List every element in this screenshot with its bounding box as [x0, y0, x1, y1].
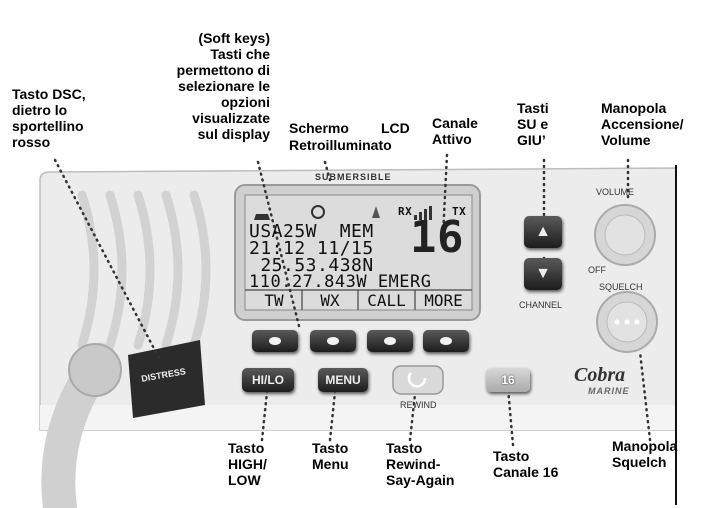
rewind-text: REWIND [400, 400, 437, 410]
lcd-row-3: 25.53.438N [249, 255, 374, 276]
hilo-button[interactable]: HI/LO [242, 368, 294, 392]
lcd-tx: TX [452, 205, 467, 218]
boat-icon [254, 214, 270, 220]
scan-icon [311, 205, 325, 219]
label-schermo: Schermo [289, 120, 349, 136]
label-lcd: LCD [381, 120, 410, 136]
channel-down-button[interactable]: ▼ [524, 258, 562, 290]
label-canale-attivo: Canale Attivo [432, 115, 478, 147]
softkey-label-call: CALL [367, 291, 406, 310]
rewind-button[interactable] [392, 365, 444, 395]
squelch-knob-dots [614, 319, 640, 325]
label-tasto-menu: Tasto Menu [312, 440, 349, 472]
lcd-channel-number: 16 [410, 212, 464, 263]
label-manopola-squelch: Manopola Squelch [612, 438, 678, 470]
label-tasto-high-low: Tasto HIGH/ LOW [228, 440, 267, 488]
volume-text: VOLUME [596, 187, 635, 197]
submersible-text: SUBMERSIBLE [315, 172, 392, 182]
softkey-label-tw: TW [264, 291, 284, 310]
antenna-icon [372, 206, 380, 218]
channel16-button[interactable]: 16 [486, 368, 530, 392]
softkey-button-4[interactable] [423, 330, 469, 352]
softkey-button-1[interactable] [252, 330, 298, 352]
cobra-logo: Cobra [574, 364, 626, 386]
mic-plug [68, 343, 122, 397]
softkey-label-wx: WX [320, 291, 340, 310]
channel-up-button[interactable]: ▲ [524, 216, 562, 248]
speaker-grille [77, 190, 211, 350]
off-text: OFF [588, 265, 606, 275]
distress-flap [128, 340, 205, 418]
label-tasto-canale16: Tasto Canale 16 [493, 448, 559, 480]
label-manopola-volume: Manopola Accensione/ Volume [601, 100, 684, 148]
lcd-row-1: USA25W MEM [249, 221, 374, 242]
label-tasti-su-giu: Tasti SU e GIU’ [517, 100, 549, 148]
lcd-rx: RX [398, 205, 413, 218]
lcd-row-2: 21:12 11/15 [249, 238, 374, 259]
label-retroilluminato: Retroilluminato [289, 137, 392, 153]
softkey-button-3[interactable] [367, 330, 413, 352]
squelch-text: SQUELCH [599, 282, 643, 292]
cobra-logo-sub: MARINE [588, 386, 630, 396]
label-tasto-dsc: Tasto DSC, dietro lo sportellino rosso [12, 86, 86, 150]
softkey-button-2[interactable] [310, 330, 356, 352]
signal-bars-icon [414, 206, 432, 220]
softkey-label-more: MORE [424, 291, 463, 310]
lcd-row-4: 110.27.843W EMERG [249, 272, 432, 292]
label-soft-keys: (Soft keys) Tasti che permettono di sele… [176, 30, 270, 142]
menu-button[interactable]: MENU [318, 368, 368, 392]
channel-text: CHANNEL [519, 300, 563, 310]
label-tasto-rewind: Tasto Rewind- Say-Again [386, 440, 455, 488]
